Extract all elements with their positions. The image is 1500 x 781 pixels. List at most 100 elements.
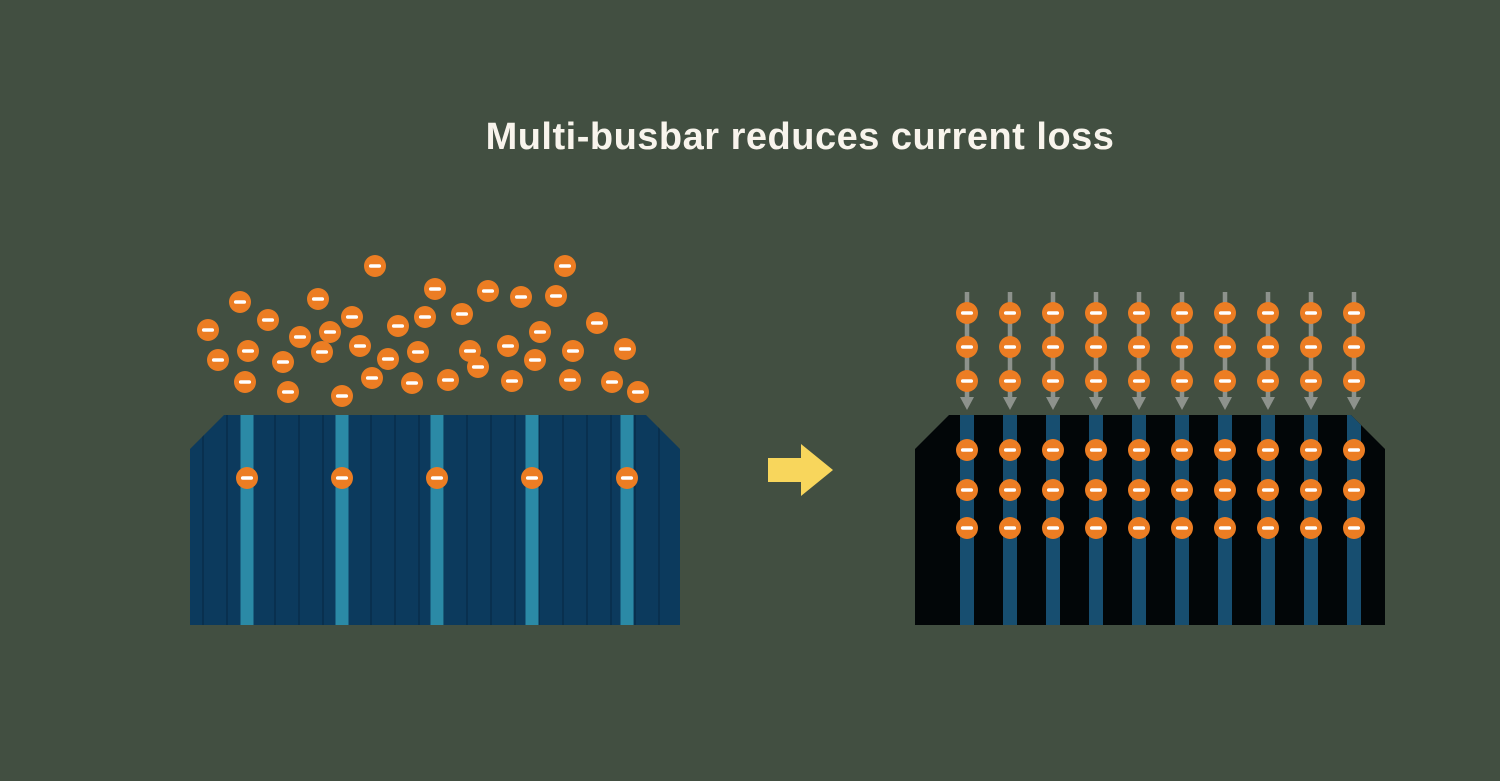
electron-icon [311,341,333,363]
electron-icon [1128,517,1150,539]
electron-icon [1085,479,1107,501]
electron-icon [497,335,519,357]
electron-icon [956,336,978,358]
electron-icon [616,467,638,489]
electron-icon [451,303,473,325]
electron-icon [1257,370,1279,392]
electron-icon [364,255,386,277]
electron-icon [1214,302,1236,324]
electron-icon [1300,479,1322,501]
electron-icon [1085,302,1107,324]
electron-icon [1214,336,1236,358]
electron-icon [407,341,429,363]
electron-icon [1343,479,1365,501]
electron-icon [999,479,1021,501]
electron-icon [1300,302,1322,324]
electron-icon [319,321,341,343]
electron-icon [207,349,229,371]
electron-icon [401,372,423,394]
electron-icon [1343,302,1365,324]
electron-icon [289,326,311,348]
electron-icon [236,467,258,489]
electron-icon [1042,439,1064,461]
electron-icon [601,371,623,393]
electron-icon [1171,302,1193,324]
electron-icon [414,306,436,328]
electron-icon [437,369,459,391]
transition-arrow-icon [768,444,833,496]
electron-icon [424,278,446,300]
electron-icon [426,467,448,489]
electron-icon [614,338,636,360]
electron-icon [1214,370,1236,392]
electron-icon [1300,517,1322,539]
electron-icon [1042,302,1064,324]
electron-icon [999,336,1021,358]
electron-icon [1171,370,1193,392]
electron-icon [999,439,1021,461]
electron-icon [331,467,353,489]
electron-icon [529,321,551,343]
electron-icon [1343,439,1365,461]
electron-icon [1257,439,1279,461]
electron-icon [545,285,567,307]
electron-icon [1257,479,1279,501]
electron-icon [257,309,279,331]
electron-icon [1171,439,1193,461]
electron-icon [197,319,219,341]
electron-icon [1343,336,1365,358]
electron-icon [1343,370,1365,392]
electron-icon [627,381,649,403]
electron-icon [1128,370,1150,392]
electron-icon [331,385,353,407]
left-busbar [240,415,254,625]
electron-icon [956,439,978,461]
electron-icon [1214,439,1236,461]
electron-icon [1300,336,1322,358]
electron-icon [1128,336,1150,358]
electron-icon [956,302,978,324]
electron-icon [1257,336,1279,358]
electron-icon [272,351,294,373]
left-busbar [620,415,634,625]
electron-icon [999,302,1021,324]
electron-icon [1085,370,1107,392]
electron-icon [234,371,256,393]
electron-icon [999,370,1021,392]
electron-icon [1300,439,1322,461]
electron-icon [1042,336,1064,358]
electron-icon [1257,302,1279,324]
electron-icon [521,467,543,489]
electron-icon [341,306,363,328]
electron-icon [1171,336,1193,358]
electron-icon [1085,336,1107,358]
electron-icon [524,349,546,371]
electron-icon [510,286,532,308]
electron-icon [349,335,371,357]
electron-icon [1171,479,1193,501]
electron-icon [586,312,608,334]
electron-icon [237,340,259,362]
electron-icon [956,370,978,392]
electron-icon [562,340,584,362]
electron-icon [1214,517,1236,539]
left-busbar [430,415,444,625]
electron-icon [229,291,251,313]
page-title: Multi-busbar reduces current loss [485,116,1115,158]
electron-icon [559,369,581,391]
electron-icon [554,255,576,277]
electron-icon [277,381,299,403]
electron-icon [1085,517,1107,539]
electron-icon [361,367,383,389]
electron-icon [1171,517,1193,539]
electron-icon [387,315,409,337]
electron-icon [1128,302,1150,324]
left-busbar [335,415,349,625]
electron-icon [1128,439,1150,461]
electron-icon [501,370,523,392]
electron-icon [1300,370,1322,392]
electron-icon [467,356,489,378]
electron-icon [1085,439,1107,461]
